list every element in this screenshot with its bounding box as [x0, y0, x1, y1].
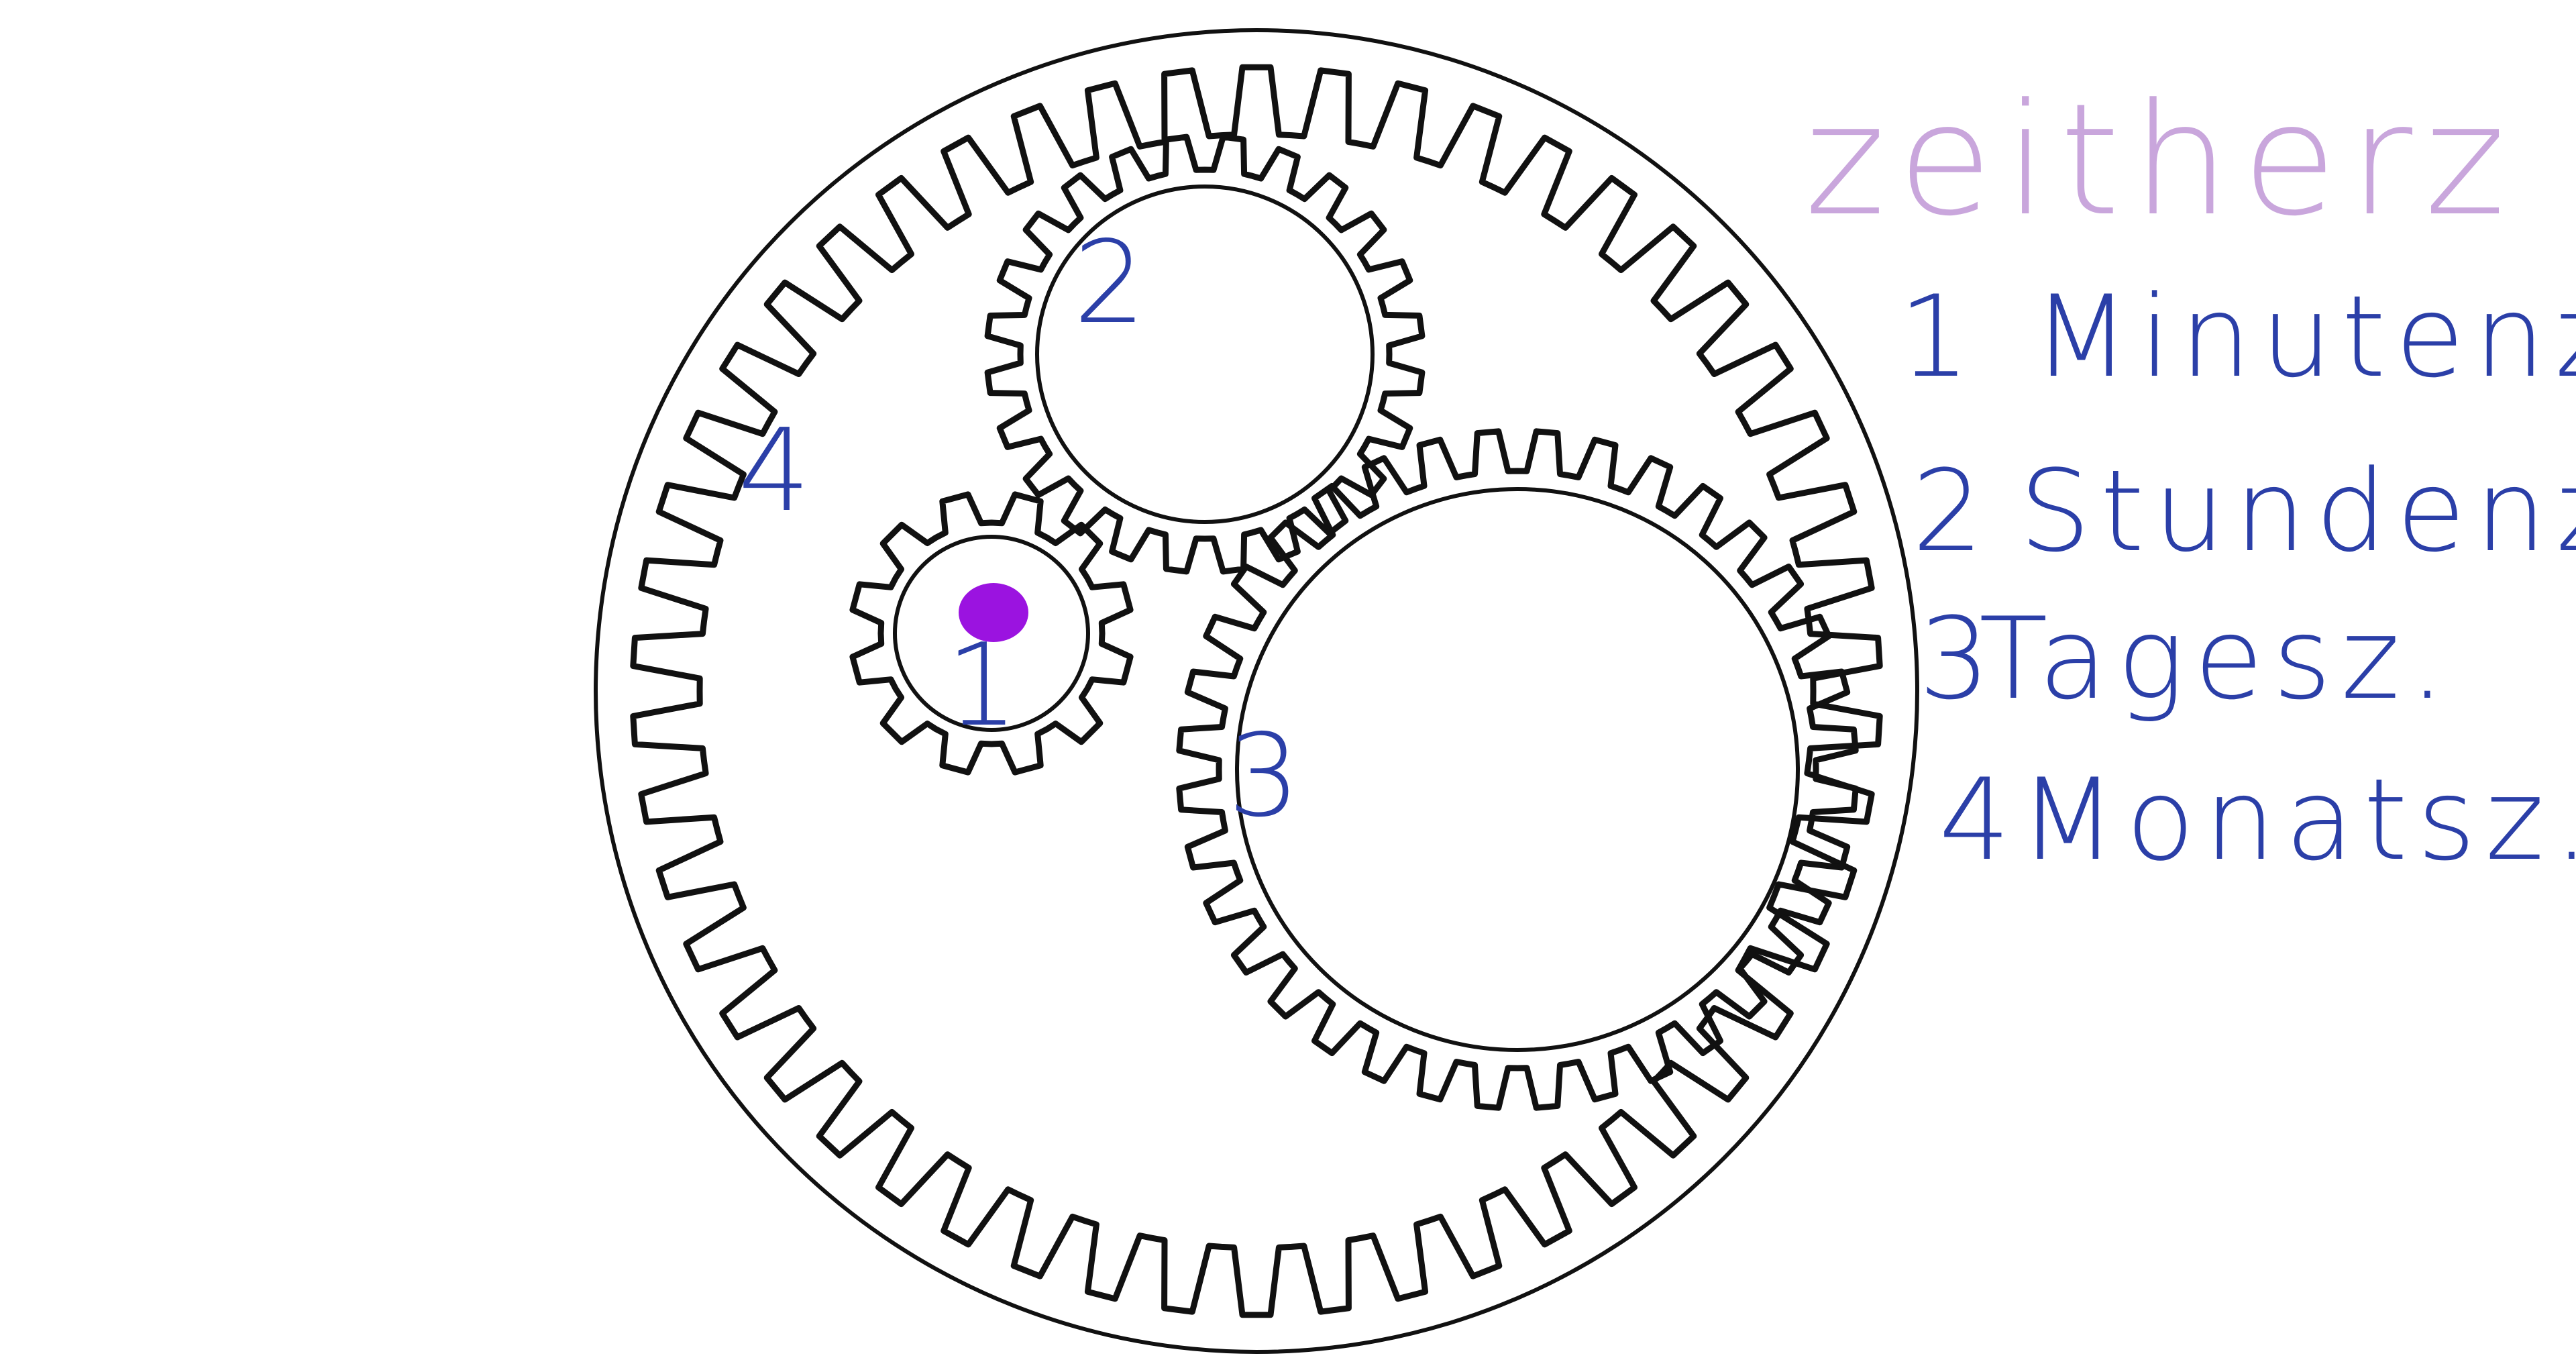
diagram-title: zeitherz	[1805, 71, 2518, 250]
gear-label-2: 2	[1073, 217, 1146, 350]
gear-3-hub-circle	[1235, 487, 1800, 1052]
legend-item-4: Monatsz.	[2019, 754, 2576, 886]
legend-num-3: 3	[1919, 593, 2000, 725]
pivot-dot	[959, 583, 1028, 642]
legend-item-2: Stundenz.	[2019, 445, 2576, 577]
legend-num-1: 1	[1898, 271, 1980, 403]
gear-label-3: 3	[1228, 710, 1300, 843]
gear-1	[849, 491, 1134, 776]
legend-num-2: 2	[1912, 445, 1993, 577]
ring-gear-4	[630, 64, 1883, 1318]
gear-label-1: 1	[946, 619, 1018, 752]
gear-2-hub-circle	[1035, 185, 1375, 524]
gear-2	[984, 134, 1426, 575]
legend-num-4: 4	[1939, 754, 2020, 886]
legend: 1 Minutenz. 2 Stundenz. 3 Tagesz. 4 Mona…	[1898, 271, 2576, 886]
legend-item-1: Minutenz.	[2033, 271, 2576, 403]
gear-1-hub-circle	[893, 535, 1090, 732]
gear-label-4: 4	[738, 405, 810, 537]
gear-3	[1176, 428, 1859, 1111]
legend-item-3: Tagesz.	[1979, 593, 2455, 725]
outer-case-circle	[594, 28, 1919, 1354]
